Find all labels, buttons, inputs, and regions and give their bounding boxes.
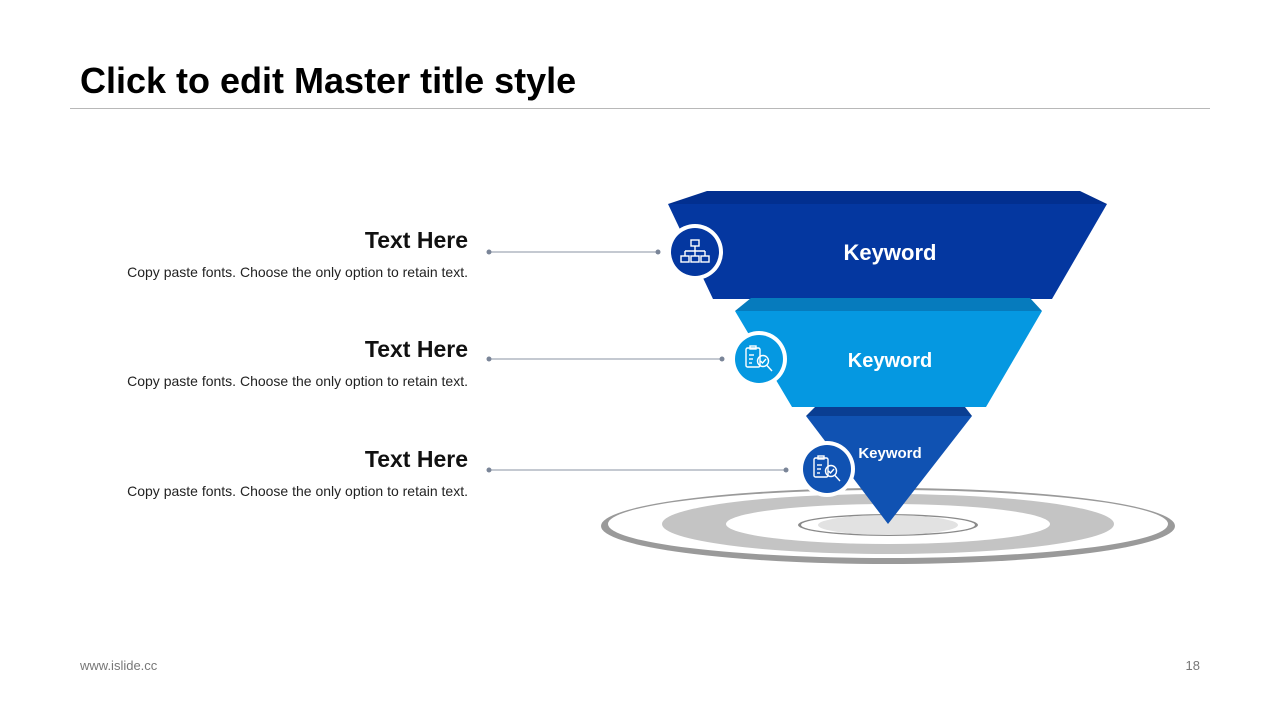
title-divider — [70, 108, 1210, 109]
funnel-tier-1[interactable]: Keyword — [668, 191, 1107, 299]
tier-1-keyword: Keyword — [844, 240, 937, 265]
text-body-2[interactable]: Copy paste fonts. Choose the only option… — [127, 373, 468, 389]
text-heading-1[interactable]: Text Here — [364, 227, 468, 253]
text-heading-3[interactable]: Text Here — [364, 446, 468, 472]
connector-2 — [486, 356, 725, 362]
text-heading-2[interactable]: Text Here — [364, 336, 468, 362]
target-rings — [601, 488, 1175, 564]
connector-3 — [486, 467, 789, 473]
text-block-2: Text Here Copy paste fonts. Choose the o… — [127, 335, 468, 389]
slide-title[interactable]: Click to edit Master title style — [80, 60, 577, 101]
tier-2-keyword: Keyword — [848, 350, 932, 372]
funnel-tier-3[interactable]: Keyword — [806, 407, 972, 524]
document-search-icon[interactable] — [799, 441, 855, 497]
text-body-3[interactable]: Copy paste fonts. Choose the only option… — [127, 483, 468, 499]
connector-1 — [486, 249, 661, 255]
tier-3-keyword: Keyword — [858, 445, 921, 462]
text-block-3: Text Here Copy paste fonts. Choose the o… — [127, 445, 468, 499]
text-body-1[interactable]: Copy paste fonts. Choose the only option… — [127, 264, 468, 280]
page-number: 18 — [1185, 658, 1200, 673]
footer-url: www.islide.cc — [80, 658, 158, 673]
text-block-1: Text Here Copy paste fonts. Choose the o… — [127, 226, 468, 280]
document-search-icon[interactable] — [731, 331, 787, 387]
funnel-tier-2[interactable]: Keyword — [735, 298, 1042, 407]
org-chart-icon[interactable] — [667, 224, 723, 280]
